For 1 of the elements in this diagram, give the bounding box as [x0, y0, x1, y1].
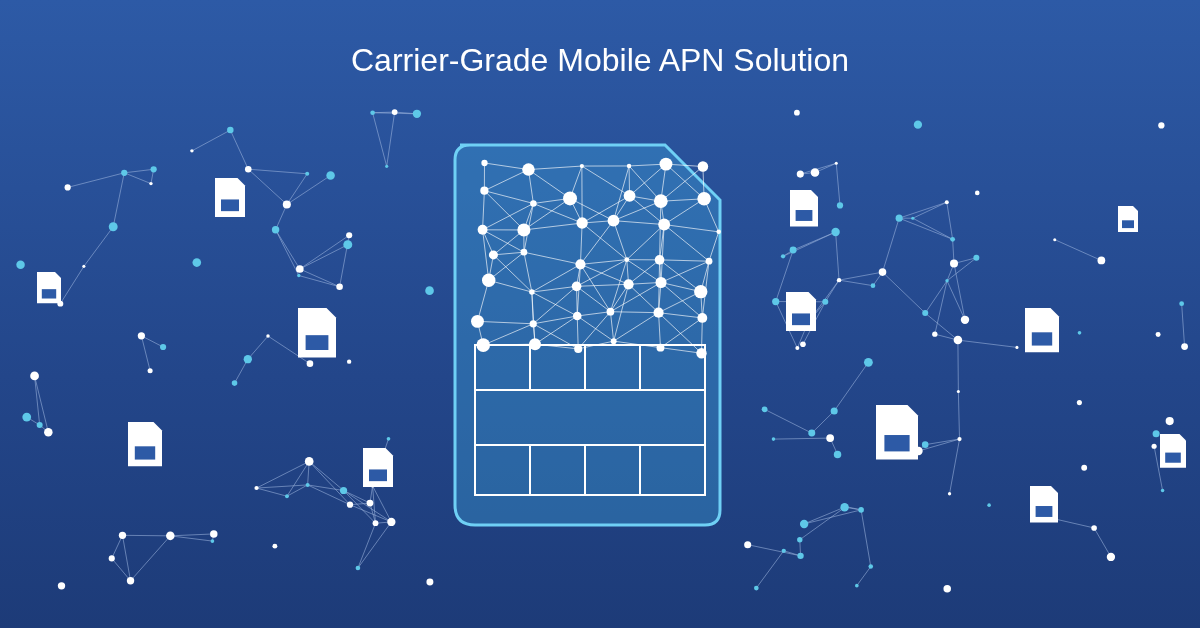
title: Carrier-Grade Mobile APN Solution	[351, 42, 849, 79]
